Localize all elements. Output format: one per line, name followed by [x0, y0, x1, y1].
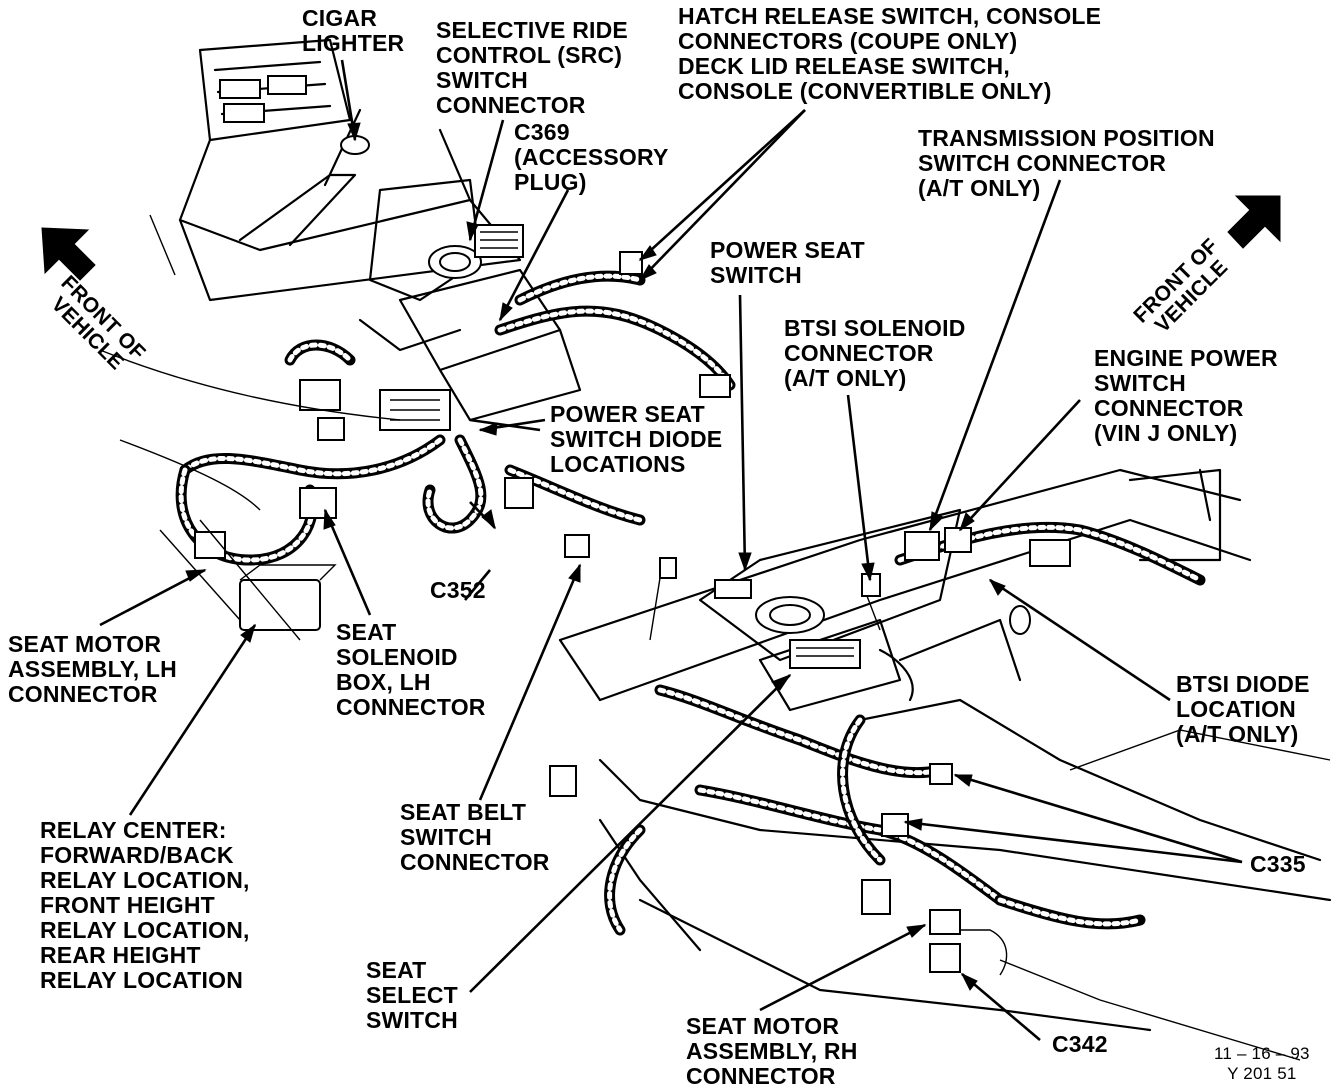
label-psd-l3: LOCATIONS	[550, 451, 686, 477]
label-transmission-position: TRANSMISSION POSITION SWITCH CONNECTOR (…	[918, 126, 1215, 201]
label-c369-l1: C369	[514, 119, 570, 145]
label-btsi-sol-l3: (A/T ONLY)	[784, 365, 907, 391]
label-hatch-l2: CONNECTORS (COUPE ONLY)	[678, 28, 1018, 54]
label-src-l3: SWITCH	[436, 67, 528, 93]
label-src-l1: SELECTIVE RIDE	[436, 17, 628, 43]
label-sm-lh-l1: SEAT MOTOR	[8, 631, 162, 657]
label-cigar-lighter: CIGAR LIGHTER	[302, 6, 404, 56]
label-seat-select-switch: SEAT SELECT SWITCH	[366, 958, 458, 1033]
label-sm-rh-l2: ASSEMBLY, RH	[686, 1038, 858, 1064]
label-rc-l7: RELAY LOCATION	[40, 967, 244, 993]
label-sss-l1: SEAT	[366, 957, 427, 983]
label-src-l2: CONTROL (SRC)	[436, 42, 623, 68]
label-c335: C335	[1250, 852, 1306, 877]
label-psd-l1: POWER SEAT	[550, 401, 705, 427]
label-btsi-solenoid: BTSI SOLENOID CONNECTOR (A/T ONLY)	[784, 316, 966, 391]
label-sm-lh-l2: ASSEMBLY, LH	[8, 656, 177, 682]
label-c369-l2: (ACCESSORY	[514, 144, 669, 170]
label-seat-motor-rh: SEAT MOTOR ASSEMBLY, RH CONNECTOR	[686, 1014, 858, 1089]
label-ssb-l2: SOLENOID	[336, 644, 458, 670]
label-engine-power-switch: ENGINE POWER SWITCH CONNECTOR (VIN J ONL…	[1094, 346, 1278, 446]
label-hatch-l3: DECK LID RELEASE SWITCH,	[678, 53, 1010, 79]
label-trans-l2: SWITCH CONNECTOR	[918, 150, 1167, 176]
label-sbs-l3: CONNECTOR	[400, 849, 550, 875]
label-hatch-l1: HATCH RELEASE SWITCH, CONSOLE	[678, 3, 1102, 29]
footer-stamp: 11 – 16 – 93 Y 201 51	[1214, 1044, 1310, 1084]
leader-arrowheads	[185, 122, 1006, 991]
floor-assembly	[558, 468, 1332, 1061]
label-sbs-l1: SEAT BELT	[400, 799, 527, 825]
label-sm-rh-l3: CONNECTOR	[686, 1063, 836, 1089]
footer-date: 11 – 16 – 93	[1214, 1044, 1310, 1063]
label-trans-l1: TRANSMISSION POSITION	[918, 125, 1215, 151]
label-c369: C369 (ACCESSORY PLUG)	[514, 120, 669, 195]
label-pss-l1: POWER SEAT	[710, 237, 865, 263]
label-eps-l1: ENGINE POWER	[1094, 345, 1278, 371]
label-eps-l3: CONNECTOR	[1094, 395, 1244, 421]
label-ssb-l4: CONNECTOR	[336, 694, 486, 720]
label-pss-l2: SWITCH	[710, 262, 802, 288]
front-arrow-left-icon	[41, 227, 96, 281]
label-cigar-lighter-l1: CIGAR	[302, 5, 378, 31]
label-seat-solenoid-lh: SEAT SOLENOID BOX, LH CONNECTOR	[336, 620, 486, 720]
label-btsi-diode: BTSI DIODE LOCATION (A/T ONLY)	[1176, 672, 1310, 747]
label-seat-belt-switch: SEAT BELT SWITCH CONNECTOR	[400, 800, 550, 875]
label-eps-l4: (VIN J ONLY)	[1094, 420, 1238, 446]
console-assembly	[178, 38, 582, 441]
label-btsi-d-l1: BTSI DIODE	[1176, 671, 1310, 697]
label-hatch-l4: CONSOLE (CONVERTIBLE ONLY)	[678, 78, 1052, 104]
label-sm-rh-l1: SEAT MOTOR	[686, 1013, 840, 1039]
label-hatch-release: HATCH RELEASE SWITCH, CONSOLE CONNECTORS…	[678, 4, 1101, 104]
label-psd-l2: SWITCH DIODE	[550, 426, 723, 452]
label-power-seat-switch: POWER SEAT SWITCH	[710, 238, 865, 288]
label-sbs-l2: SWITCH	[400, 824, 492, 850]
label-rc-l2: FORWARD/BACK	[40, 842, 234, 868]
label-src-l4: CONNECTOR	[436, 92, 586, 118]
label-c335-l1: C335	[1250, 851, 1306, 877]
label-sss-l2: SELECT	[366, 982, 458, 1008]
label-cigar-lighter-l2: LIGHTER	[302, 30, 405, 56]
label-btsi-d-l2: LOCATION	[1176, 696, 1296, 722]
label-c369-l3: PLUG)	[514, 169, 587, 195]
label-trans-l3: (A/T ONLY)	[918, 175, 1041, 201]
label-c342: C342	[1052, 1032, 1108, 1057]
label-c352-l1: C352	[430, 577, 486, 603]
label-btsi-sol-l2: CONNECTOR	[784, 340, 934, 366]
label-sss-l3: SWITCH	[366, 1007, 458, 1033]
label-ssb-l3: BOX, LH	[336, 669, 431, 695]
front-arrow-right-icon	[1227, 195, 1281, 249]
label-c352: C352	[430, 578, 486, 603]
label-seat-motor-lh: SEAT MOTOR ASSEMBLY, LH CONNECTOR	[8, 632, 177, 707]
label-rc-l3: RELAY LOCATION,	[40, 867, 250, 893]
label-rc-l5: RELAY LOCATION,	[40, 917, 250, 943]
label-c342-l1: C342	[1052, 1031, 1108, 1057]
label-rc-l6: REAR HEIGHT	[40, 942, 201, 968]
label-btsi-d-l3: (A/T ONLY)	[1176, 721, 1299, 747]
label-rc-l4: FRONT HEIGHT	[40, 892, 215, 918]
label-power-seat-diode: POWER SEAT SWITCH DIODE LOCATIONS	[550, 402, 722, 477]
footer-code: Y 201 51	[1227, 1064, 1297, 1083]
label-src-connector: SELECTIVE RIDE CONTROL (SRC) SWITCH CONN…	[436, 18, 628, 118]
label-sm-lh-l3: CONNECTOR	[8, 681, 158, 707]
harness-left	[99, 214, 736, 641]
harness-right	[549, 521, 1206, 976]
label-ssb-l1: SEAT	[336, 619, 397, 645]
label-eps-l2: SWITCH	[1094, 370, 1186, 396]
label-relay-center: RELAY CENTER: FORWARD/BACK RELAY LOCATIO…	[40, 818, 250, 993]
label-btsi-sol-l1: BTSI SOLENOID	[784, 315, 966, 341]
label-rc-l1: RELAY CENTER:	[40, 817, 227, 843]
